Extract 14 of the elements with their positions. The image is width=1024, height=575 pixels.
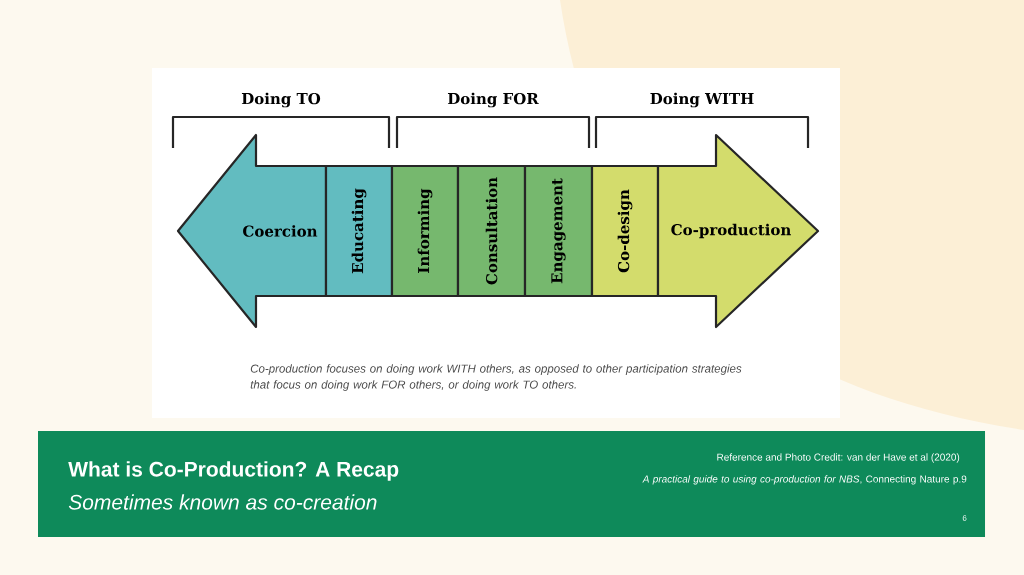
bracket-heading: Doing WITH	[650, 92, 754, 108]
subtitle: Sometimes known as co-creation	[68, 494, 377, 510]
arrow-segment: Engagement	[523, 164, 594, 298]
arrow-segment: Educating	[324, 164, 394, 298]
bracket-heading: Doing TO	[241, 92, 321, 108]
reference-text: Reference and Photo Credit: van der Have et al (2020)	[717, 453, 960, 463]
page-number: 6	[962, 515, 967, 521]
bracket-heading: Doing FOR	[447, 92, 539, 108]
figure-caption: Co-production focuses on doing work WITH others, as opposed to other participation strategies that focus on doing work FOR others, or doing work TO others.	[250, 364, 742, 391]
title: What is Co-Production? A Recap	[68, 461, 399, 481]
arrow-segment: Co-design	[590, 164, 660, 298]
reference-text: A practical guide to using co-production for NBS, Connecting Nature p.9	[642, 475, 967, 485]
arrow-segment: Informing	[390, 164, 460, 298]
arrow-segment: Consultation	[456, 164, 527, 298]
